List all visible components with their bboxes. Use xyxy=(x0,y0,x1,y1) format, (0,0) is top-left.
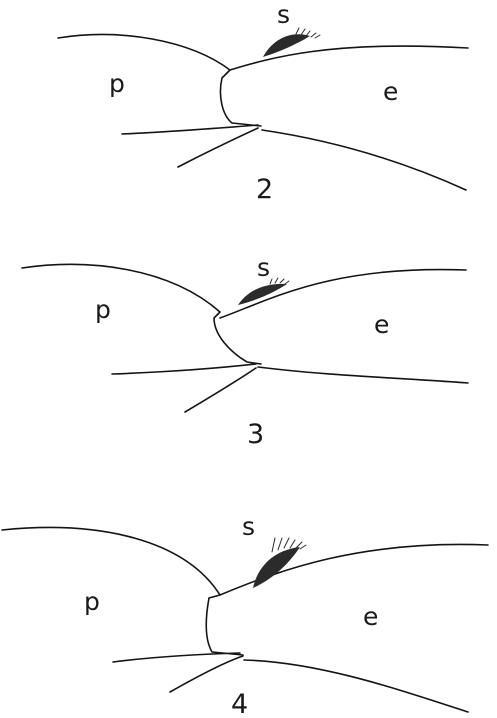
figure-4-number: 4 xyxy=(231,689,248,718)
figure-4-spot-hairs xyxy=(271,537,307,553)
figure-4-outline xyxy=(1,526,489,713)
figure-2-label-e: e xyxy=(383,77,398,106)
figure-3-sensory-spot xyxy=(238,283,287,305)
figure-3-number: 3 xyxy=(247,419,264,450)
figure-4-label-e: e xyxy=(363,602,378,631)
figure-4-sensory-spot xyxy=(253,547,300,588)
figure-4-label-p: p xyxy=(84,587,100,616)
figure-2: p e s 2 xyxy=(57,0,469,205)
figure-3-label-s: s xyxy=(257,253,270,282)
figure-2-sensory-spot xyxy=(263,34,310,57)
figure-3-label-p: p xyxy=(95,295,111,324)
figure-3: p e s 3 xyxy=(21,253,469,450)
figure-3-spot-hairs xyxy=(269,277,290,285)
figure-2-number: 2 xyxy=(256,174,273,205)
figure-2-label-s: s xyxy=(277,0,290,29)
figure-3-outline xyxy=(21,263,469,413)
figure-4: p e s 4 xyxy=(1,512,489,718)
figure-2-spot-hairs xyxy=(295,27,321,39)
figure-4-label-s: s xyxy=(242,512,255,541)
figure-3-label-e: e xyxy=(374,310,389,339)
figure-2-outline xyxy=(57,33,469,191)
figure-2-label-p: p xyxy=(109,69,125,98)
